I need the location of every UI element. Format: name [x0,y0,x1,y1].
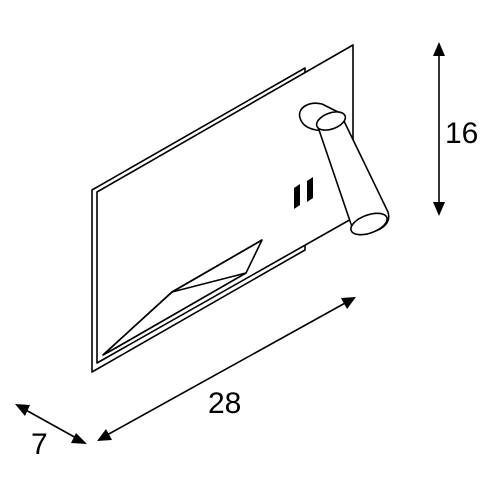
width-dimension-arrow [97,297,356,441]
light-slot [102,239,263,356]
depth-label: 7 [31,428,48,461]
spotlight-head [298,102,390,236]
switch-buttons [294,177,313,209]
depth-dimension-arrow [15,404,87,444]
height-label: 16 [445,117,478,150]
height-dimension-arrow [433,42,445,216]
wall-plate-front [96,44,354,364]
width-label: 28 [208,387,241,420]
